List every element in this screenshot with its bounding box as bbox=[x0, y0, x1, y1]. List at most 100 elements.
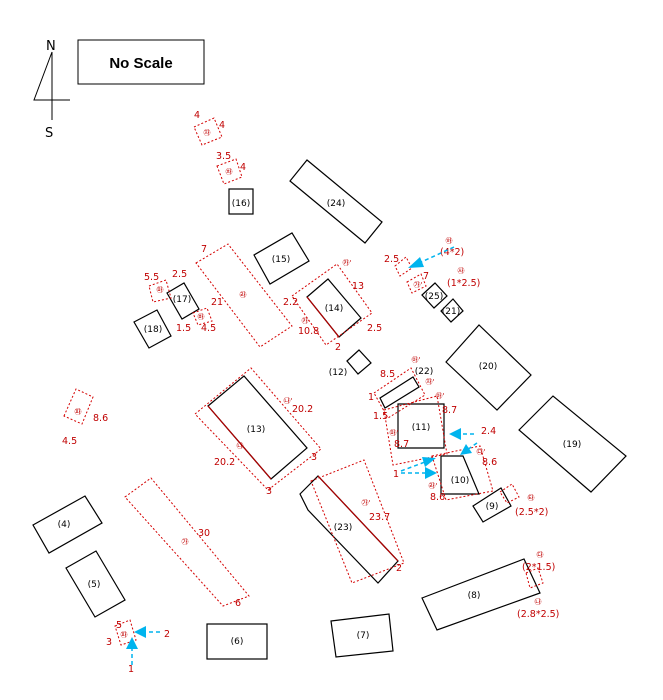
svg-text:3: 3 bbox=[311, 452, 317, 463]
svg-text:㉱: ㉱ bbox=[240, 291, 247, 299]
north-label: N bbox=[46, 39, 56, 54]
svg-text:6: 6 bbox=[235, 598, 241, 609]
svg-text:20.2: 20.2 bbox=[214, 457, 235, 468]
building-9: (9) bbox=[472, 487, 512, 523]
svg-text:㉲: ㉲ bbox=[157, 286, 164, 294]
svg-text:4: 4 bbox=[219, 120, 225, 131]
svg-text:13: 13 bbox=[352, 281, 364, 292]
view-arrows bbox=[126, 246, 478, 665]
svg-text:1: 1 bbox=[368, 392, 374, 403]
svg-text:㉳: ㉳ bbox=[198, 313, 205, 321]
svg-text:2: 2 bbox=[335, 342, 341, 353]
svg-text:㉵': ㉵' bbox=[436, 392, 445, 400]
svg-text:㉷: ㉷ bbox=[226, 168, 233, 176]
svg-text:(25): (25) bbox=[425, 292, 443, 302]
building-18: (18) bbox=[133, 309, 172, 349]
svg-text:㉯: ㉯ bbox=[237, 442, 244, 450]
building-19: (19) bbox=[518, 395, 627, 493]
svg-text:5.5: 5.5 bbox=[144, 272, 159, 283]
svg-text:4.5: 4.5 bbox=[201, 323, 216, 334]
svg-text:(2.8*2.5): (2.8*2.5) bbox=[517, 609, 559, 620]
svg-text:7: 7 bbox=[201, 244, 207, 255]
svg-text:(9): (9) bbox=[486, 502, 499, 512]
svg-text:㉮': ㉮' bbox=[414, 281, 423, 289]
svg-text:(1*2.5): (1*2.5) bbox=[447, 278, 480, 289]
svg-text:7: 7 bbox=[423, 271, 429, 282]
building-4: (4) bbox=[32, 495, 103, 554]
building-12: (12) bbox=[329, 349, 372, 378]
svg-text:㉶': ㉶' bbox=[426, 378, 435, 386]
svg-text:(6): (6) bbox=[231, 637, 244, 647]
svg-text:1.5: 1.5 bbox=[373, 411, 388, 422]
svg-text:㉯': ㉯' bbox=[284, 397, 293, 405]
svg-text:1.5: 1.5 bbox=[176, 323, 191, 334]
svg-text:㉱': ㉱' bbox=[429, 482, 438, 490]
svg-text:3: 3 bbox=[266, 486, 272, 497]
svg-text:2.4: 2.4 bbox=[481, 426, 496, 437]
svg-text:㉯: ㉯ bbox=[535, 598, 542, 606]
scale-note-box bbox=[77, 39, 205, 85]
svg-text:㉴: ㉴ bbox=[458, 267, 465, 275]
svg-text:(2.5*2): (2.5*2) bbox=[515, 507, 548, 518]
svg-text:1: 1 bbox=[128, 664, 134, 675]
svg-text:(23): (23) bbox=[334, 523, 352, 533]
svg-text:2.2: 2.2 bbox=[283, 297, 298, 308]
svg-text:8.6: 8.6 bbox=[93, 413, 108, 424]
building-15: (15) bbox=[253, 232, 310, 285]
svg-text:8.6: 8.6 bbox=[482, 457, 497, 468]
building-17: (17) bbox=[166, 282, 200, 320]
svg-text:8.7: 8.7 bbox=[394, 439, 409, 450]
svg-text:(22): (22) bbox=[415, 367, 433, 377]
svg-text:(8): (8) bbox=[468, 591, 481, 601]
svg-text:(4): (4) bbox=[58, 520, 71, 530]
svg-text:(14): (14) bbox=[325, 304, 343, 314]
svg-text:20.2: 20.2 bbox=[292, 404, 313, 415]
svg-text:2: 2 bbox=[164, 629, 170, 640]
svg-text:2.5: 2.5 bbox=[172, 269, 187, 280]
svg-text:㉺: ㉺ bbox=[75, 408, 82, 416]
svg-text:8.6: 8.6 bbox=[430, 492, 445, 503]
svg-text:2: 2 bbox=[396, 563, 402, 574]
svg-text:(17): (17) bbox=[173, 295, 191, 305]
svg-text:(7): (7) bbox=[357, 631, 370, 641]
svg-text:8.7: 8.7 bbox=[442, 405, 457, 416]
building-11: (11) bbox=[397, 403, 445, 449]
building-8: (8) bbox=[421, 558, 541, 631]
svg-text:(19): (19) bbox=[563, 440, 581, 450]
svg-text:23.7: 23.7 bbox=[369, 512, 390, 523]
svg-text:2.5: 2.5 bbox=[367, 323, 382, 334]
building-6: (6) bbox=[206, 623, 268, 660]
building-21: (21) bbox=[440, 298, 464, 323]
dimension-labels: 4 4 3.5 4 7 5.5 2.5 21 1.5 4.5 2.2 13 10… bbox=[62, 110, 559, 675]
svg-text:㉹: ㉹ bbox=[528, 494, 535, 502]
svg-text:21: 21 bbox=[211, 297, 223, 308]
building-7: (7) bbox=[330, 613, 394, 658]
scale-note: No Scale bbox=[109, 55, 172, 72]
svg-text:(5): (5) bbox=[88, 580, 101, 590]
svg-text:(20): (20) bbox=[479, 362, 497, 372]
building-16: (16) bbox=[228, 188, 254, 215]
svg-text:㉺: ㉺ bbox=[121, 631, 128, 639]
extension-areas bbox=[63, 117, 544, 646]
building-10: (10) bbox=[440, 455, 480, 495]
svg-text:30: 30 bbox=[198, 528, 210, 539]
svg-text:㉶: ㉶ bbox=[204, 129, 211, 137]
svg-text:(15): (15) bbox=[272, 255, 290, 265]
svg-text:4: 4 bbox=[240, 162, 246, 173]
svg-text:4: 4 bbox=[194, 110, 200, 121]
svg-text:㉲': ㉲' bbox=[390, 429, 399, 437]
building-24: (24) bbox=[289, 159, 383, 244]
svg-text:㉮: ㉮ bbox=[182, 538, 189, 546]
svg-text:3: 3 bbox=[106, 637, 112, 648]
area-symbols: ㉶ ㉷ ㉱ ㉲ ㉳ ㉸' ㉸ ㉻ ㉴ ㉮' ㉵' ㉶' ㉯' ㉯ ㉵' ㉲' ㉰… bbox=[75, 129, 544, 639]
svg-text:3.5: 3.5 bbox=[216, 151, 231, 162]
svg-text:(16): (16) bbox=[232, 199, 250, 209]
svg-text:(12): (12) bbox=[329, 368, 347, 378]
svg-text:(2*1.5): (2*1.5) bbox=[522, 562, 555, 573]
svg-text:㉻: ㉻ bbox=[446, 237, 453, 245]
building-22: (22) bbox=[379, 367, 433, 409]
svg-text:(4*2): (4*2) bbox=[440, 247, 464, 258]
svg-text:(18): (18) bbox=[144, 325, 162, 335]
